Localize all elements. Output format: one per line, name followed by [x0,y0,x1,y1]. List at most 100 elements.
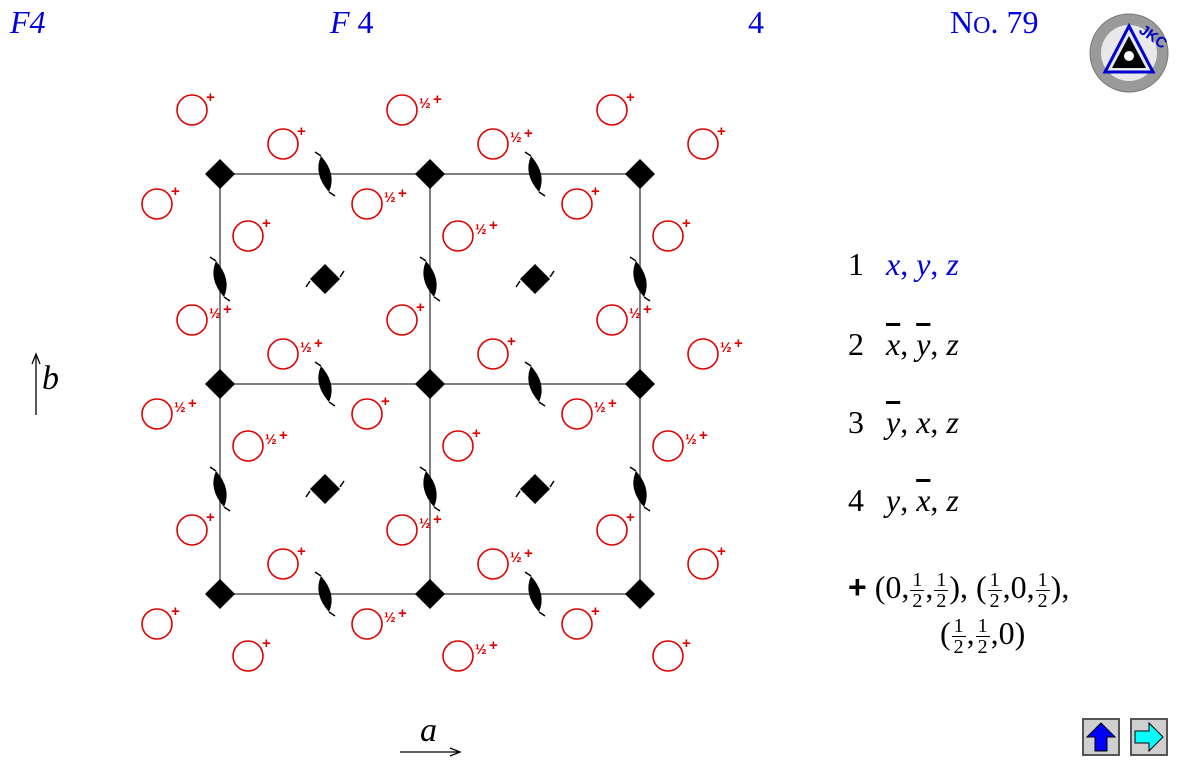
plus-sign-label: + [416,299,425,316]
half-height-label: ½ [265,431,277,447]
half-height-label: ½ [510,129,522,145]
plus-sign-label: + [262,215,271,232]
general-position-marker: + [351,393,390,430]
general-position-marker: ½+ [442,217,498,252]
plus-sign-label: + [489,217,498,234]
two-fold-screw-axis [524,361,546,407]
two-fold-screw-axis [314,151,336,197]
four-fold-rotation-axis [625,369,655,399]
b-axis-arrow [31,352,41,415]
general-position-marker: + [596,509,635,546]
general-position-marker: ½+ [687,335,743,370]
point-group-symbol: 4 [748,4,764,40]
half-height-label: ½ [419,95,431,111]
general-position-marker: ½+ [596,301,652,336]
b-axis-label: b [42,360,59,397]
half-height-label: ½ [685,431,697,447]
general-position-markers: +½+++½+++½+++½++½++½+½++½+½++½+½++½++½++… [141,89,743,672]
four-fold-rotation-axis [625,579,655,609]
plus-sign-label: + [398,605,407,622]
four-fold-rotation-axis [625,159,655,189]
half-height-label: ½ [594,399,606,415]
two-fold-screw-axis [314,361,336,407]
up-navigation-button[interactable] [1082,718,1120,756]
half-height-label: ½ [419,515,431,531]
general-position-marker: + [267,123,306,160]
plus-sign-label: + [626,89,635,106]
plus-sign-label: + [608,395,617,412]
two-fold-screw-axis [209,256,231,302]
two-fold-screw-axis [524,571,546,617]
half-height-label: ½ [209,305,221,321]
plus-sign-label: + [472,425,481,442]
general-position-marker: ½+ [477,545,533,580]
half-height-label: ½ [174,399,186,415]
plus-sign-label: + [734,335,743,352]
four-fold-rotation-axis [415,369,445,399]
general-position-marker: ½+ [442,637,498,672]
four-fold-rotation-axis [205,369,235,399]
general-position-marker: ½+ [351,185,407,220]
half-height-label: ½ [384,189,396,205]
plus-sign-label: + [433,511,442,528]
general-position-marker: ½+ [176,301,232,336]
two-fold-screw-axis [209,466,231,512]
plus-sign-label: + [171,183,180,200]
general-position-marker: + [687,543,726,580]
space-group-number: NO. 79 [950,4,1039,40]
four-fold-rotation-axis [415,579,445,609]
general-position-marker: + [652,215,691,252]
general-position-marker: + [561,603,600,640]
four-fold-screw-axis [515,474,555,504]
plus-sign-label: + [297,543,306,560]
short-space-group-symbol: F4 [10,4,46,40]
half-height-label: ½ [475,221,487,237]
general-position-marker: ½+ [652,427,708,462]
plus-sign-label: + [524,545,533,562]
plus-sign-label: + [591,603,600,620]
plus-sign-label: + [682,215,691,232]
general-position-marker: ½+ [477,125,533,160]
jkc-logo-icon[interactable]: JKC [1088,12,1170,94]
general-position-marker: ½+ [267,335,323,370]
four-fold-axes [205,159,655,609]
general-position-marker: + [141,183,180,220]
plus-sign-label: + [626,509,635,526]
two-fold-screw-axis [419,256,441,302]
two-fold-screw-axis [419,466,441,512]
half-height-label: ½ [510,549,522,565]
four-fold-rotation-axis [205,159,235,189]
general-position-marker: ½+ [141,395,197,430]
plus-sign-label: + [489,637,498,654]
plus-sign-label: + [171,603,180,620]
full-space-group-symbol: F 4 [330,4,374,40]
plus-sign-label: + [314,335,323,352]
general-position-marker: + [176,509,215,546]
four-fold-rotation-axis [415,159,445,189]
next-navigation-button[interactable] [1130,718,1168,756]
plus-sign-label: + [507,333,516,350]
general-position-marker: ½+ [351,605,407,640]
four-fold-screw-axis [305,474,345,504]
general-position-marker: + [477,333,516,370]
general-position-marker: ½+ [386,91,442,126]
general-position-marker: ½+ [386,511,442,546]
general-position-marker: ½+ [561,395,617,430]
arrow-right-icon [1134,721,1164,753]
general-position-marker: + [232,635,271,672]
two-fold-screw-axis [524,151,546,197]
plus-sign-label: + [433,91,442,108]
general-position-marker: + [687,123,726,160]
plus-sign-label: + [223,301,232,318]
plus-sign-label: + [398,185,407,202]
half-height-label: ½ [629,305,641,321]
plus-sign-label: + [682,635,691,652]
plus-sign-label: + [524,125,533,142]
four-fold-screw-axis [515,264,555,294]
